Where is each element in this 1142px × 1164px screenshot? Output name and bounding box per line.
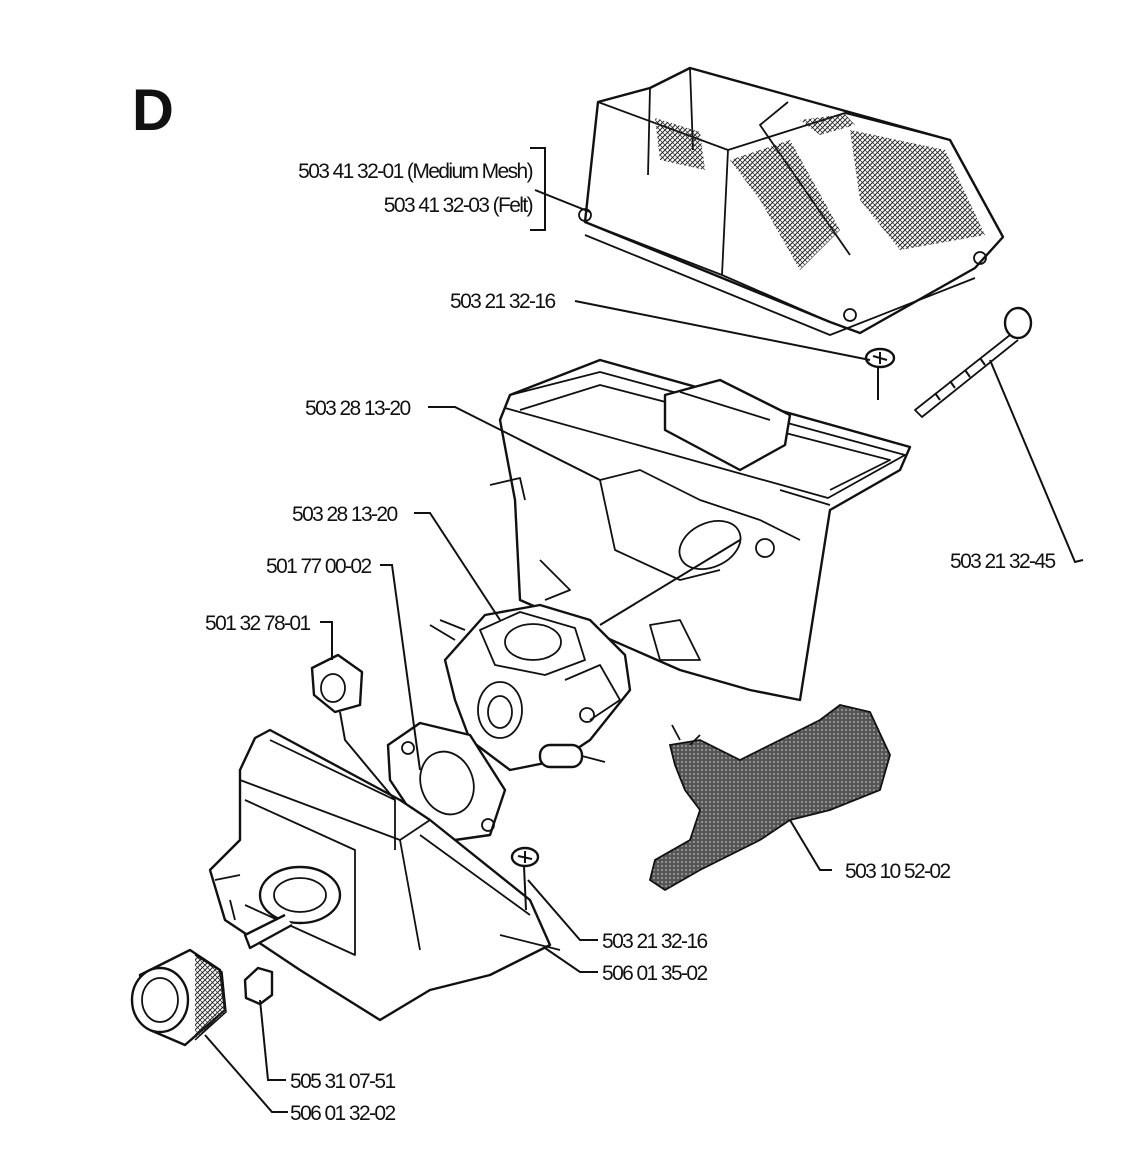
label-nut: 505 31 07-51 xyxy=(290,1070,395,1093)
label-filter-holder: 503 28 13-20 xyxy=(305,397,410,420)
nut-part xyxy=(243,966,274,1006)
label-sleeve: 506 01 32-02 xyxy=(290,1102,395,1125)
label-throttle-lever: 503 10 52-02 xyxy=(845,860,950,883)
label-filter-medium-mesh: 503 41 32-01 (Medium Mesh) xyxy=(298,160,532,183)
long-bolt-part xyxy=(914,306,1033,418)
label-bolt: 503 21 32-45 xyxy=(950,550,1055,573)
filter-holder-part xyxy=(489,358,912,702)
screw-top-part xyxy=(864,347,896,400)
grommet-part xyxy=(310,653,364,714)
intake-housing-part xyxy=(208,728,561,1022)
label-screw-bottom: 503 21 32-16 xyxy=(602,930,707,953)
carburetor-part xyxy=(429,603,632,772)
section-letter: D xyxy=(132,78,174,143)
label-grommet: 501 32 78-01 xyxy=(205,612,310,635)
label-intake-housing: 506 01 35-02 xyxy=(602,962,707,985)
label-carburetor: 503 28 13-20 xyxy=(292,503,397,526)
air-filter-part xyxy=(578,66,1005,336)
leader-lines xyxy=(204,147,1084,1113)
label-filter-felt: 503 41 32-03 (Felt) xyxy=(384,194,533,217)
sleeve-part xyxy=(130,948,227,1047)
screw-bottom-part xyxy=(510,846,540,911)
label-gasket: 501 77 00-02 xyxy=(266,555,371,578)
label-screw-top: 503 21 32-16 xyxy=(450,290,555,313)
